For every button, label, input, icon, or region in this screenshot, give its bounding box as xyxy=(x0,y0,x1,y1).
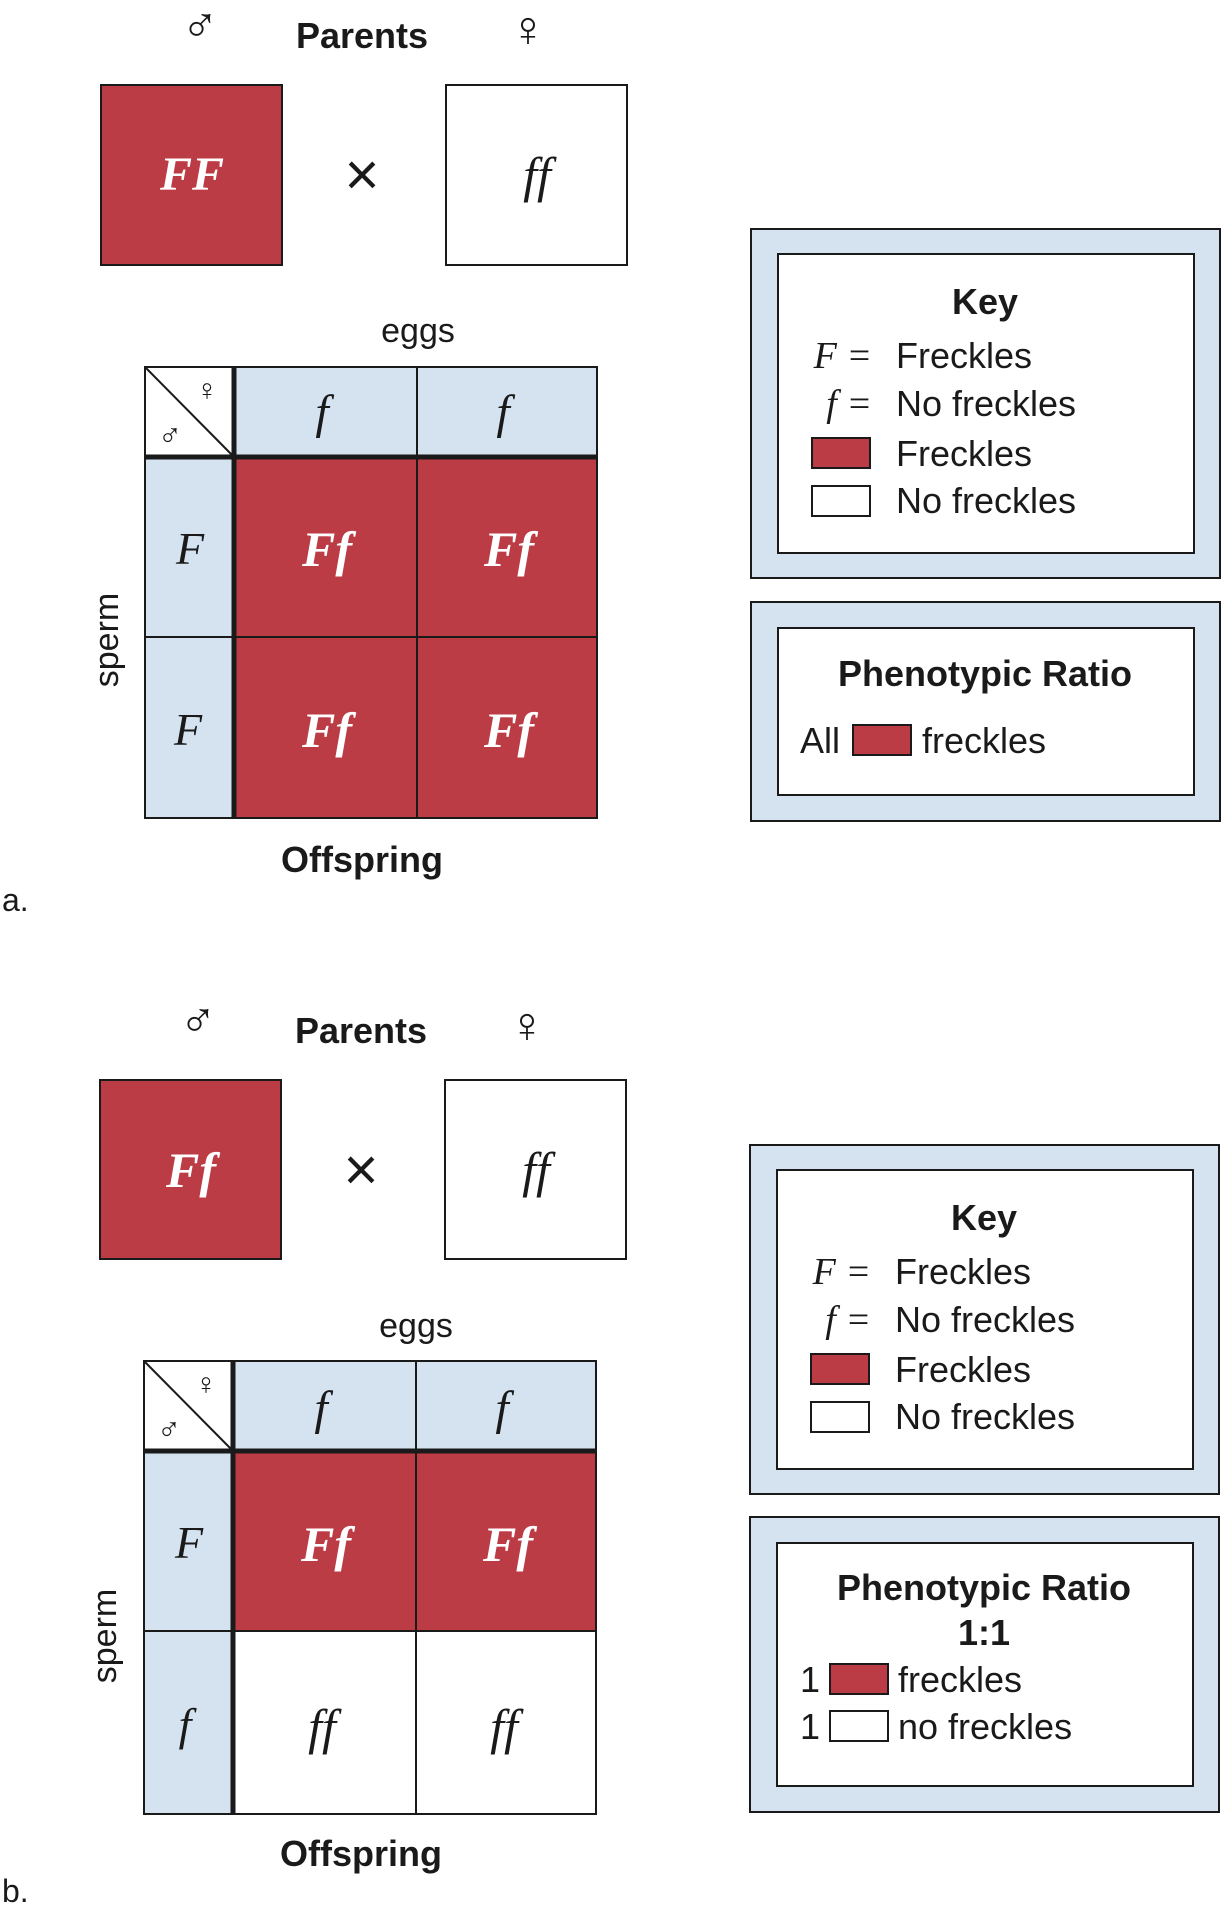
key-F-symbol: F = xyxy=(812,1251,871,1293)
corner-diagonal xyxy=(143,1360,234,1452)
ratio-row2-white-swatch xyxy=(829,1710,889,1742)
offspring-genotype-1: Ff xyxy=(301,521,356,577)
offspring-cell-1 xyxy=(232,1450,417,1632)
key-white-swatch-label: No freckles xyxy=(895,1396,1075,1437)
ratio-subtitle: 1:1 xyxy=(958,1612,1010,1653)
female-parent-box xyxy=(445,84,628,266)
egg-header-cell-2 xyxy=(415,1360,597,1452)
male-parent-box xyxy=(99,1079,282,1260)
panel-label: a. xyxy=(2,882,29,918)
ratio-prefix: All xyxy=(800,720,840,761)
sperm-header-cell-1 xyxy=(143,1450,234,1632)
panel-b: ♂ Parents ♀ Ff × ff eggs ♀ ♂ f f F f Ff … xyxy=(2,992,1220,1909)
offspring-cell-4 xyxy=(415,1630,597,1815)
offspring-cell-2 xyxy=(415,1450,597,1632)
key-red-swatch xyxy=(811,437,871,469)
offspring-genotype-2: Ff xyxy=(482,1516,537,1572)
cross-symbol: × xyxy=(343,1136,378,1203)
ratio-red-swatch xyxy=(852,724,912,756)
key-title: Key xyxy=(952,281,1018,322)
cross-symbol: × xyxy=(344,141,379,208)
ratio-label: freckles xyxy=(922,720,1046,761)
male-parent-genotype: FF xyxy=(159,148,224,201)
sperm-label: sperm xyxy=(86,1589,124,1683)
ratio-row2-label: no freckles xyxy=(898,1706,1072,1747)
parents-title: Parents xyxy=(295,1010,427,1051)
key-f-symbol: f = xyxy=(826,383,872,425)
corner-female-symbol: ♀ xyxy=(196,374,219,407)
offspring-cell-3 xyxy=(232,1630,417,1815)
male-parent-genotype: Ff xyxy=(165,1142,220,1198)
female-parent-box xyxy=(444,1079,627,1260)
corner-diagonal xyxy=(144,366,235,458)
key-f-meaning: No freckles xyxy=(896,383,1076,424)
offspring-label: Offspring xyxy=(280,1833,442,1874)
key-white-swatch-label: No freckles xyxy=(896,480,1076,521)
key-F-meaning: Freckles xyxy=(895,1251,1031,1292)
key-title: Key xyxy=(951,1197,1017,1238)
offspring-cell-3 xyxy=(233,636,418,819)
female-parent-symbol: ♀ xyxy=(509,1,547,57)
ratio-row1-red-swatch xyxy=(829,1663,889,1695)
parents-title: Parents xyxy=(296,15,428,56)
offspring-genotype-4: Ff xyxy=(483,702,538,758)
ratio-row2-count: 1 xyxy=(800,1706,820,1747)
key-f-meaning: No freckles xyxy=(895,1299,1075,1340)
offspring-genotype-1: Ff xyxy=(300,1516,355,1572)
ratio-box-inner xyxy=(777,627,1195,796)
sperm-label: sperm xyxy=(88,593,126,687)
sperm-allele-1: F xyxy=(174,1517,204,1568)
ratio-title: Phenotypic Ratio xyxy=(837,1567,1131,1608)
female-parent-symbol: ♀ xyxy=(508,997,546,1053)
key-white-swatch xyxy=(811,485,871,517)
offspring-genotype-3: Ff xyxy=(301,702,356,758)
key-red-swatch-label: Freckles xyxy=(896,433,1032,474)
corner-male-symbol: ♂ xyxy=(158,417,182,453)
panel-a: ♂ Parents ♀ FF × ff eggs ♀ ♂ f f F F Ff … xyxy=(2,0,1221,918)
ratio-row1-count: 1 xyxy=(800,1659,820,1700)
corner-male-symbol: ♂ xyxy=(157,1411,181,1447)
male-parent-box xyxy=(100,84,283,266)
sperm-header-cell-2 xyxy=(143,1630,234,1815)
key-red-swatch xyxy=(810,1353,870,1385)
offspring-cell-4 xyxy=(416,636,598,819)
key-red-swatch-label: Freckles xyxy=(895,1349,1031,1390)
corner-female-symbol: ♀ xyxy=(195,1368,218,1401)
key-F-meaning: Freckles xyxy=(896,335,1032,376)
male-parent-symbol: ♂ xyxy=(179,992,217,1048)
ratio-title: Phenotypic Ratio xyxy=(838,653,1132,694)
egg-header-cell-2 xyxy=(416,366,598,458)
ratio-row1-label: freckles xyxy=(898,1659,1022,1700)
panel-label: b. xyxy=(2,1873,29,1906)
offspring-label: Offspring xyxy=(281,839,443,880)
sperm-header-cell-2 xyxy=(144,636,235,819)
sperm-allele-2: F xyxy=(173,704,203,755)
key-white-swatch xyxy=(810,1401,870,1433)
eggs-label: eggs xyxy=(381,312,455,350)
key-F-symbol: F = xyxy=(813,335,872,377)
sperm-allele-1: F xyxy=(175,523,205,574)
male-parent-symbol: ♂ xyxy=(181,0,219,53)
offspring-cell-2 xyxy=(416,456,598,638)
key-f-symbol: f = xyxy=(825,1299,871,1341)
offspring-genotype-2: Ff xyxy=(483,521,538,577)
eggs-label: eggs xyxy=(379,1307,453,1345)
